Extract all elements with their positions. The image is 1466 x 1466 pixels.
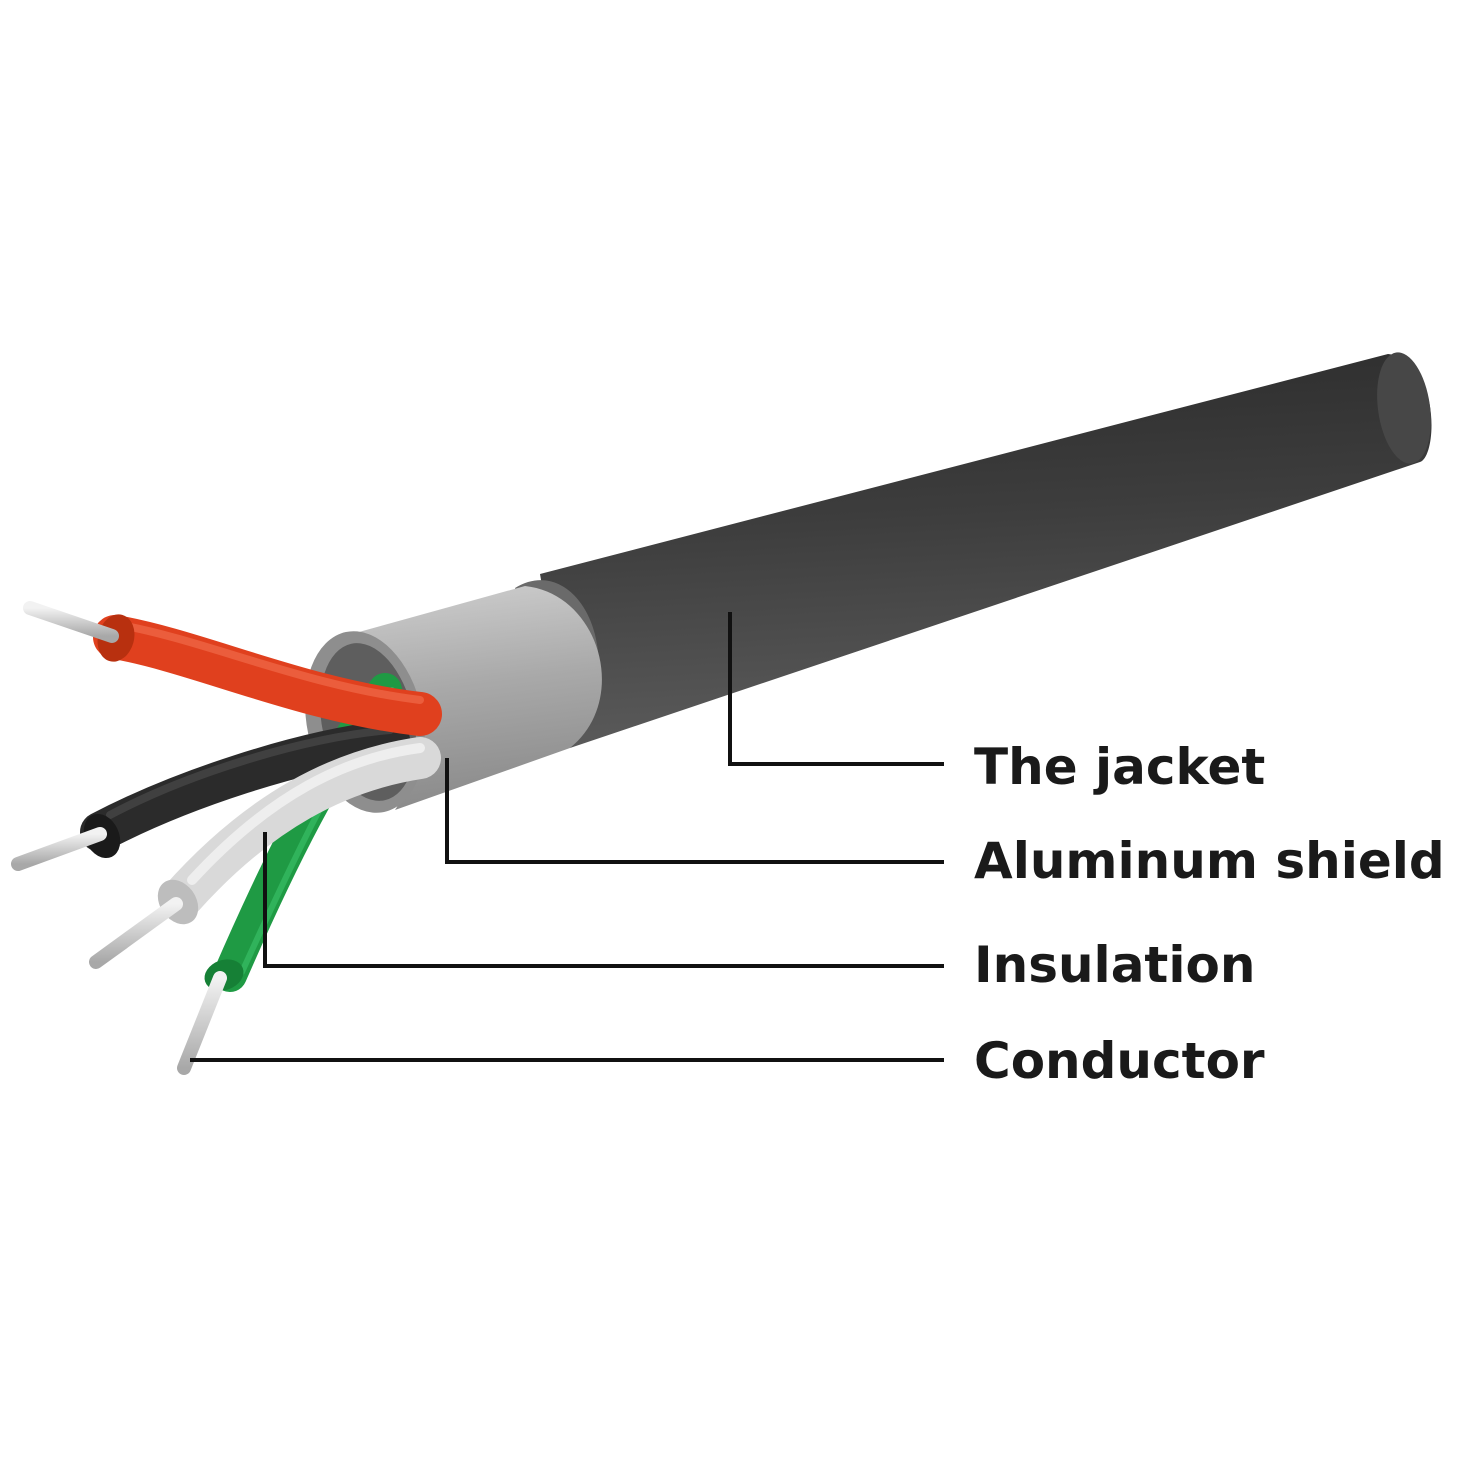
leader-jacket [728,612,944,766]
conductors [11,601,227,1075]
conductor-tip-green [177,971,227,1075]
label-jacket: The jacket [974,738,1265,796]
label-shield: Aluminum shield [974,832,1445,890]
conductor-tip-red [23,601,119,643]
leader-lines [190,612,944,1062]
label-conductor: Conductor [974,1032,1265,1090]
conductor-tip-white [89,897,183,969]
leader-insulation [263,832,944,968]
leader-shield [445,758,944,864]
label-insulation: Insulation [974,936,1255,994]
conductor-tip-black [11,827,107,871]
cable-jacket [515,352,1432,749]
black-wire [80,720,410,859]
